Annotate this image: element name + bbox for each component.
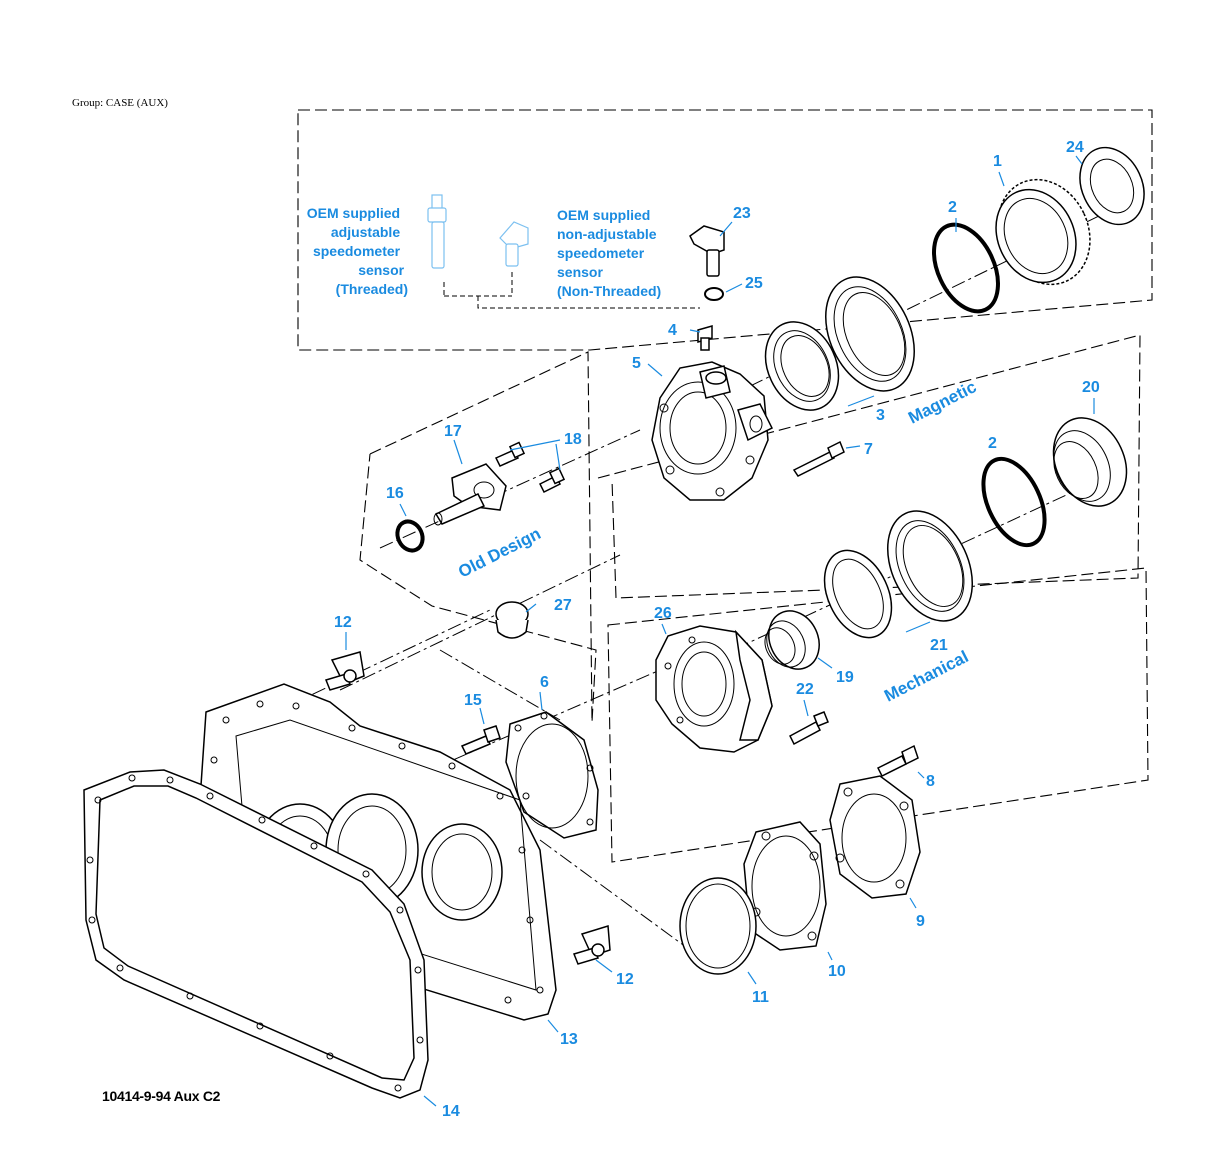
callout-24: 24: [1066, 139, 1084, 156]
part-18-screw-a: [494, 441, 526, 467]
callout-12-upper: 12: [334, 614, 352, 631]
note-non-adjustable-line-4: sensor: [557, 264, 603, 280]
callout-10: 10: [828, 963, 846, 980]
callout-15: 15: [464, 692, 482, 709]
axis-line-case-2: [339, 554, 621, 691]
callout-2-upper: 2: [948, 199, 957, 216]
note-adjustable-line-4: sensor: [358, 262, 404, 278]
callout-21: 21: [930, 637, 948, 654]
part-15-bolt: [460, 725, 501, 755]
oem-adjustable-sensor: [427, 194, 447, 296]
part-21-seal-outer: [886, 510, 974, 622]
figure-id: 10414-9-94 Aux C2: [102, 1088, 221, 1104]
oem-non-adjustable-sensor: [499, 221, 529, 296]
callout-8: 8: [926, 773, 935, 790]
part-2-snap-ring-lower: [981, 456, 1047, 548]
note-adjustable-line-2: adjustable: [331, 224, 400, 240]
note-adjustable-line-5: (Threaded): [336, 281, 408, 297]
callout-23: 23: [733, 205, 751, 222]
note-non-adjustable-line-1: OEM supplied: [557, 207, 650, 223]
part-12-stud-upper: [324, 651, 365, 691]
part-10-gasket: [743, 821, 827, 951]
part-1-tone-ring: [995, 178, 1091, 286]
callout-11: 11: [752, 989, 769, 1006]
note-non-adjustable-line-3: speedometer: [557, 245, 645, 261]
axis-line-shims: [539, 839, 691, 951]
group-label: Group: CASE (AUX): [72, 97, 168, 109]
part-22-bolt: [789, 711, 829, 746]
tag-magnetic: Magnetic: [905, 377, 979, 427]
callout-1: 1: [993, 153, 1002, 170]
note-adjustable-line-3: speedometer: [313, 243, 401, 259]
axis-line-old-design: [379, 429, 641, 549]
callout-27: 27: [554, 597, 572, 614]
axis-line-case: [289, 609, 491, 706]
part-14-case-gasket: [83, 769, 429, 1099]
part-7-bolt: [792, 440, 845, 477]
callout-7: 7: [864, 441, 873, 458]
callout-26: 26: [654, 605, 672, 622]
part-16-o-ring: [395, 519, 425, 553]
callout-17: 17: [444, 423, 462, 440]
note-non-adjustable-line-5: (Non-Threaded): [557, 283, 661, 299]
callout-6: 6: [540, 674, 549, 691]
callout-9: 9: [916, 913, 925, 930]
tag-mechanical: Mechanical: [881, 647, 971, 706]
part-24-washer: [1079, 146, 1145, 226]
part-17-shaft-assembly: [433, 463, 507, 526]
axis-line-shims-2: [439, 649, 561, 721]
part-9-gasket: [829, 775, 921, 899]
magnetic-lower-boundary: [597, 334, 1141, 599]
callout-16: 16: [386, 485, 404, 502]
part-11-gasket: [679, 877, 757, 975]
callout-2-lower: 2: [988, 435, 997, 452]
part-18-screw-b: [538, 467, 566, 494]
part-3-seal-outer: [825, 276, 915, 392]
callout-20: 20: [1082, 379, 1100, 396]
sensor-connector-line: [444, 295, 700, 309]
part-4-screw: [697, 325, 713, 351]
note-adjustable-sensor: OEM supplied adjustable speedometer sens…: [307, 205, 408, 297]
callout-12-lower: 12: [616, 971, 634, 988]
part-19-drive-gear: [764, 610, 820, 670]
callout-3: 3: [876, 407, 885, 424]
part-3-seal-inner: [764, 321, 840, 411]
part-25-o-ring: [704, 287, 724, 301]
part-23-sensor: [689, 225, 725, 277]
callout-4: 4: [668, 322, 677, 339]
callout-19: 19: [836, 669, 854, 686]
part-21-seal-inner: [823, 549, 893, 639]
part-5-housing: [651, 361, 774, 501]
callout-22: 22: [796, 681, 814, 698]
note-non-adjustable-line-2: non-adjustable: [557, 226, 657, 242]
note-non-adjustable-sensor: OEM supplied non-adjustable speedometer …: [557, 207, 661, 299]
part-6-gasket: [505, 711, 599, 839]
part-12-stud-lower: [572, 925, 611, 965]
tag-old-design: Old Design: [455, 524, 544, 582]
callout-5: 5: [632, 355, 641, 372]
callout-13: 13: [560, 1031, 578, 1048]
part-2-snap-ring-upper: [932, 222, 1000, 314]
callout-18: 18: [564, 431, 582, 448]
callout-14: 14: [442, 1103, 460, 1120]
old-design-boundary: [359, 351, 597, 723]
part-27-plug: [495, 601, 529, 639]
note-adjustable-line-1: OEM supplied: [307, 205, 400, 221]
part-26-housing: [655, 625, 773, 753]
part-8-bolt: [876, 744, 919, 778]
callout-24-25: 25: [745, 275, 763, 292]
part-20-bearing: [1052, 417, 1128, 507]
leader-lines: [345, 155, 1095, 1107]
